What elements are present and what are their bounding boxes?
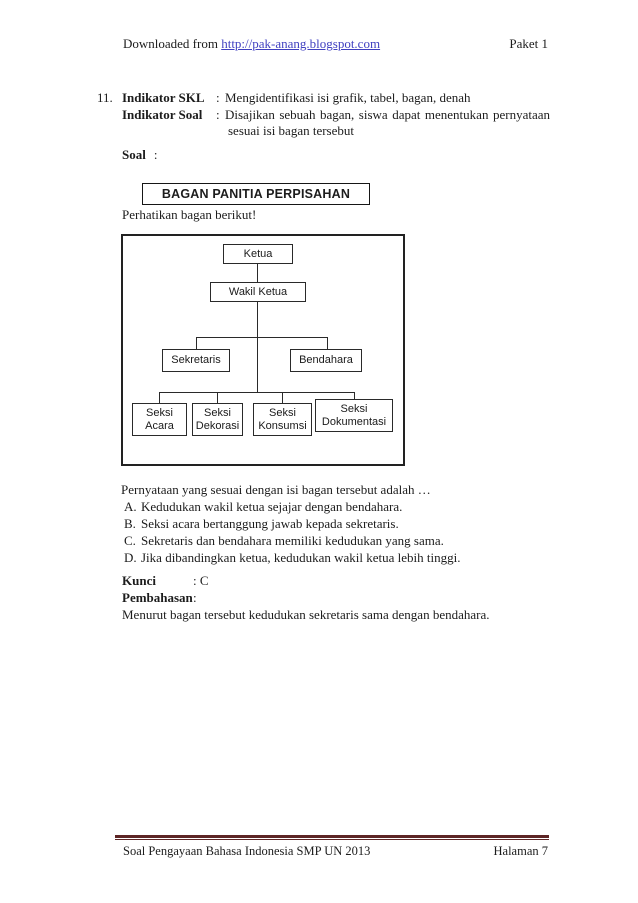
bagan-heading-box: BAGAN PANITIA PERPISAHAN xyxy=(142,183,370,205)
answer-option-b: B. Seksi acara bertanggung jawab kepada … xyxy=(121,515,553,532)
org-node-seksi-acara: Seksi Acara xyxy=(132,403,187,436)
connector-drop-sekretaris xyxy=(196,337,197,349)
question-number: 11. xyxy=(97,90,113,105)
option-b-text: Seksi acara bertanggung jawab kepada sek… xyxy=(141,516,399,531)
connector-level2-horizontal xyxy=(196,337,328,338)
spacer-cell xyxy=(216,123,225,140)
footer-page-number: Halaman 7 xyxy=(493,844,549,858)
indikator-soal-text-line2: sesuai isi bagan tersebut xyxy=(228,123,354,138)
connector-wakil-trunk xyxy=(257,302,258,393)
org-node-wakil-ketua: Wakil Ketua xyxy=(210,282,306,302)
indikator-soal-colon: : xyxy=(216,106,220,122)
connector-level3-horizontal xyxy=(159,392,355,393)
option-b-letter: B. xyxy=(124,516,136,531)
indikator-skl-label: Indikator SKL xyxy=(122,90,205,105)
connector-drop-seksi-dekorasi xyxy=(217,392,218,403)
soal-colon: : xyxy=(153,147,158,162)
question-prompt-block: Pernyataan yang sesuai dengan isi bagan … xyxy=(121,481,553,566)
option-a-letter: A. xyxy=(124,499,137,514)
org-node-seksi-dekorasi: Seksi Dekorasi xyxy=(192,403,243,436)
indikator-skl-colon: : xyxy=(216,90,220,105)
org-node-sekretaris: Sekretaris xyxy=(162,349,230,372)
connector-drop-seksi-acara xyxy=(159,392,160,403)
spacer-cell xyxy=(97,107,122,124)
downloaded-from-text: Downloaded from http://pak-anang.blogspo… xyxy=(123,36,380,52)
spacer-cell xyxy=(97,123,122,140)
org-chart-frame: Ketua Wakil Ketua Sekretaris Bendahara S… xyxy=(121,234,405,466)
org-node-seksi-dokumentasi: Seksi Dokumentasi xyxy=(315,399,393,432)
page-header: Downloaded from http://pak-anang.blogspo… xyxy=(123,36,548,52)
pembahasan-colon: : xyxy=(193,590,197,605)
bagan-heading-text: BAGAN PANITIA PERPISAHAN xyxy=(161,187,351,201)
connector-drop-bendahara xyxy=(327,337,328,349)
question-prompt: Pernyataan yang sesuai dengan isi bagan … xyxy=(121,482,431,497)
connector-ketua-wakil xyxy=(257,264,258,282)
page-footer: Soal Pengayaan Bahasa Indonesia SMP UN 2… xyxy=(123,843,548,859)
pembahasan-text: Menurut bagan tersebut kedudukan sekreta… xyxy=(122,607,490,622)
kunci-colon: : xyxy=(193,573,197,588)
option-d-letter: D. xyxy=(124,550,137,565)
footer-rule xyxy=(115,835,549,840)
org-node-ketua: Ketua xyxy=(223,244,293,264)
org-node-seksi-konsumsi: Seksi Konsumsi xyxy=(253,403,312,436)
kunci-label: Kunci xyxy=(122,573,156,588)
answer-key-block: Kunci: C Pembahasan: Menurut bagan terse… xyxy=(122,572,550,623)
pembahasan-row: Pembahasan: xyxy=(122,589,550,606)
answer-option-c: C. Sekretaris dan bendahara memiliki ked… xyxy=(121,532,553,549)
downloaded-from-prefix: Downloaded from xyxy=(123,36,222,51)
connector-drop-seksi-konsumsi xyxy=(282,392,283,403)
connector-drop-seksi-dokumentasi xyxy=(354,392,355,399)
blogspot-link[interactable]: http://pak-anang.blogspot.com xyxy=(221,36,381,51)
footer-left-text: Soal Pengayaan Bahasa Indonesia SMP UN 2… xyxy=(123,844,371,858)
option-c-text: Sekretaris dan bendahara memiliki kedudu… xyxy=(141,533,444,548)
bagan-intro-text: Perhatikan bagan berikut! xyxy=(122,207,257,222)
indikator-soal-text-line1: Disajikan sebuah bagan, siswa dapat mene… xyxy=(225,106,550,122)
option-d-text: Jika dibandingkan ketua, kedudukan wakil… xyxy=(141,550,461,565)
answer-option-d: D. Jika dibandingkan ketua, kedudukan wa… xyxy=(121,549,553,566)
option-c-letter: C. xyxy=(124,533,136,548)
question-indicator-block: 11. Indikator SKL : Mengidentifikasi isi… xyxy=(97,90,550,140)
answer-option-a: A. Kedudukan wakil ketua sejajar dengan … xyxy=(121,498,553,515)
soal-label: Soal xyxy=(122,147,146,162)
option-a-text: Kedudukan wakil ketua sejajar dengan ben… xyxy=(141,499,403,514)
kunci-row: Kunci: C xyxy=(122,572,550,589)
packet-label: Paket 1 xyxy=(509,36,548,51)
pembahasan-label: Pembahasan xyxy=(122,590,193,605)
soal-label-row: Soal: xyxy=(122,146,157,163)
indikator-skl-text: Mengidentifikasi isi grafik, tabel, baga… xyxy=(225,90,471,105)
kunci-value: C xyxy=(199,573,209,588)
spacer-cell xyxy=(122,123,216,140)
org-node-bendahara: Bendahara xyxy=(290,349,362,372)
indikator-soal-label: Indikator Soal xyxy=(122,106,203,122)
